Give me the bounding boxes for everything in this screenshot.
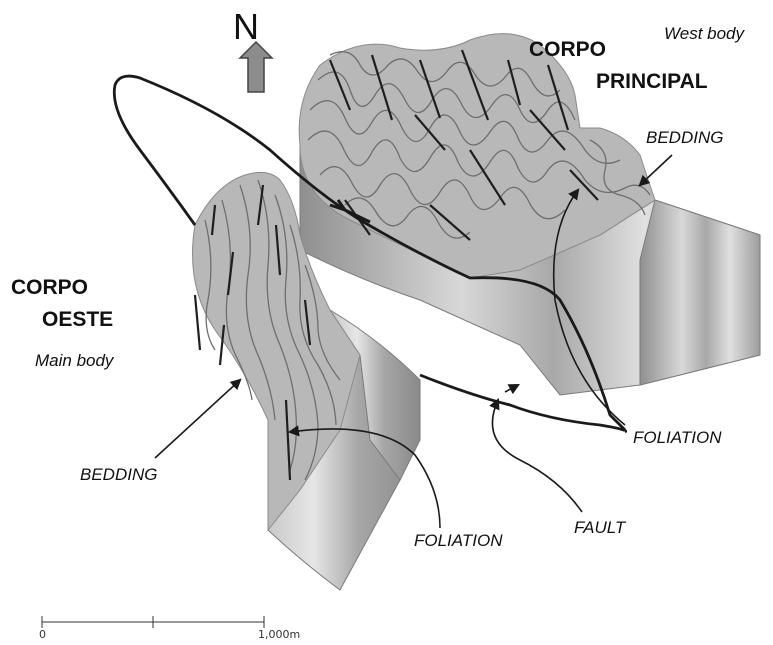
north-label: N — [233, 6, 259, 48]
corpo-oeste-label-line2: OESTE — [42, 308, 113, 332]
west-body-label: West body — [664, 24, 744, 44]
corpo-oeste-label-line1: CORPO — [11, 276, 88, 300]
scale-start-label: 0 — [39, 628, 46, 641]
pointer-fault-head — [505, 385, 518, 392]
corpo-principal-label-line1: CORPO — [529, 38, 606, 62]
foliation-label-west: FOLIATION — [414, 531, 502, 551]
pointer-bedding-west — [155, 380, 240, 458]
main-body-label: Main body — [35, 351, 113, 371]
bedding-label-west: BEDDING — [80, 465, 157, 485]
north-arrow-icon — [240, 42, 272, 92]
foliation-label-east: FOLIATION — [633, 428, 721, 448]
bedding-label-east: BEDDING — [646, 128, 723, 148]
scale-end-label: 1,000m — [258, 628, 300, 641]
fault-label: FAULT — [574, 518, 625, 538]
corpo-principal-label-line2: PRINCIPAL — [596, 70, 708, 94]
pointer-fault — [492, 400, 582, 512]
scale-bar — [42, 616, 264, 628]
